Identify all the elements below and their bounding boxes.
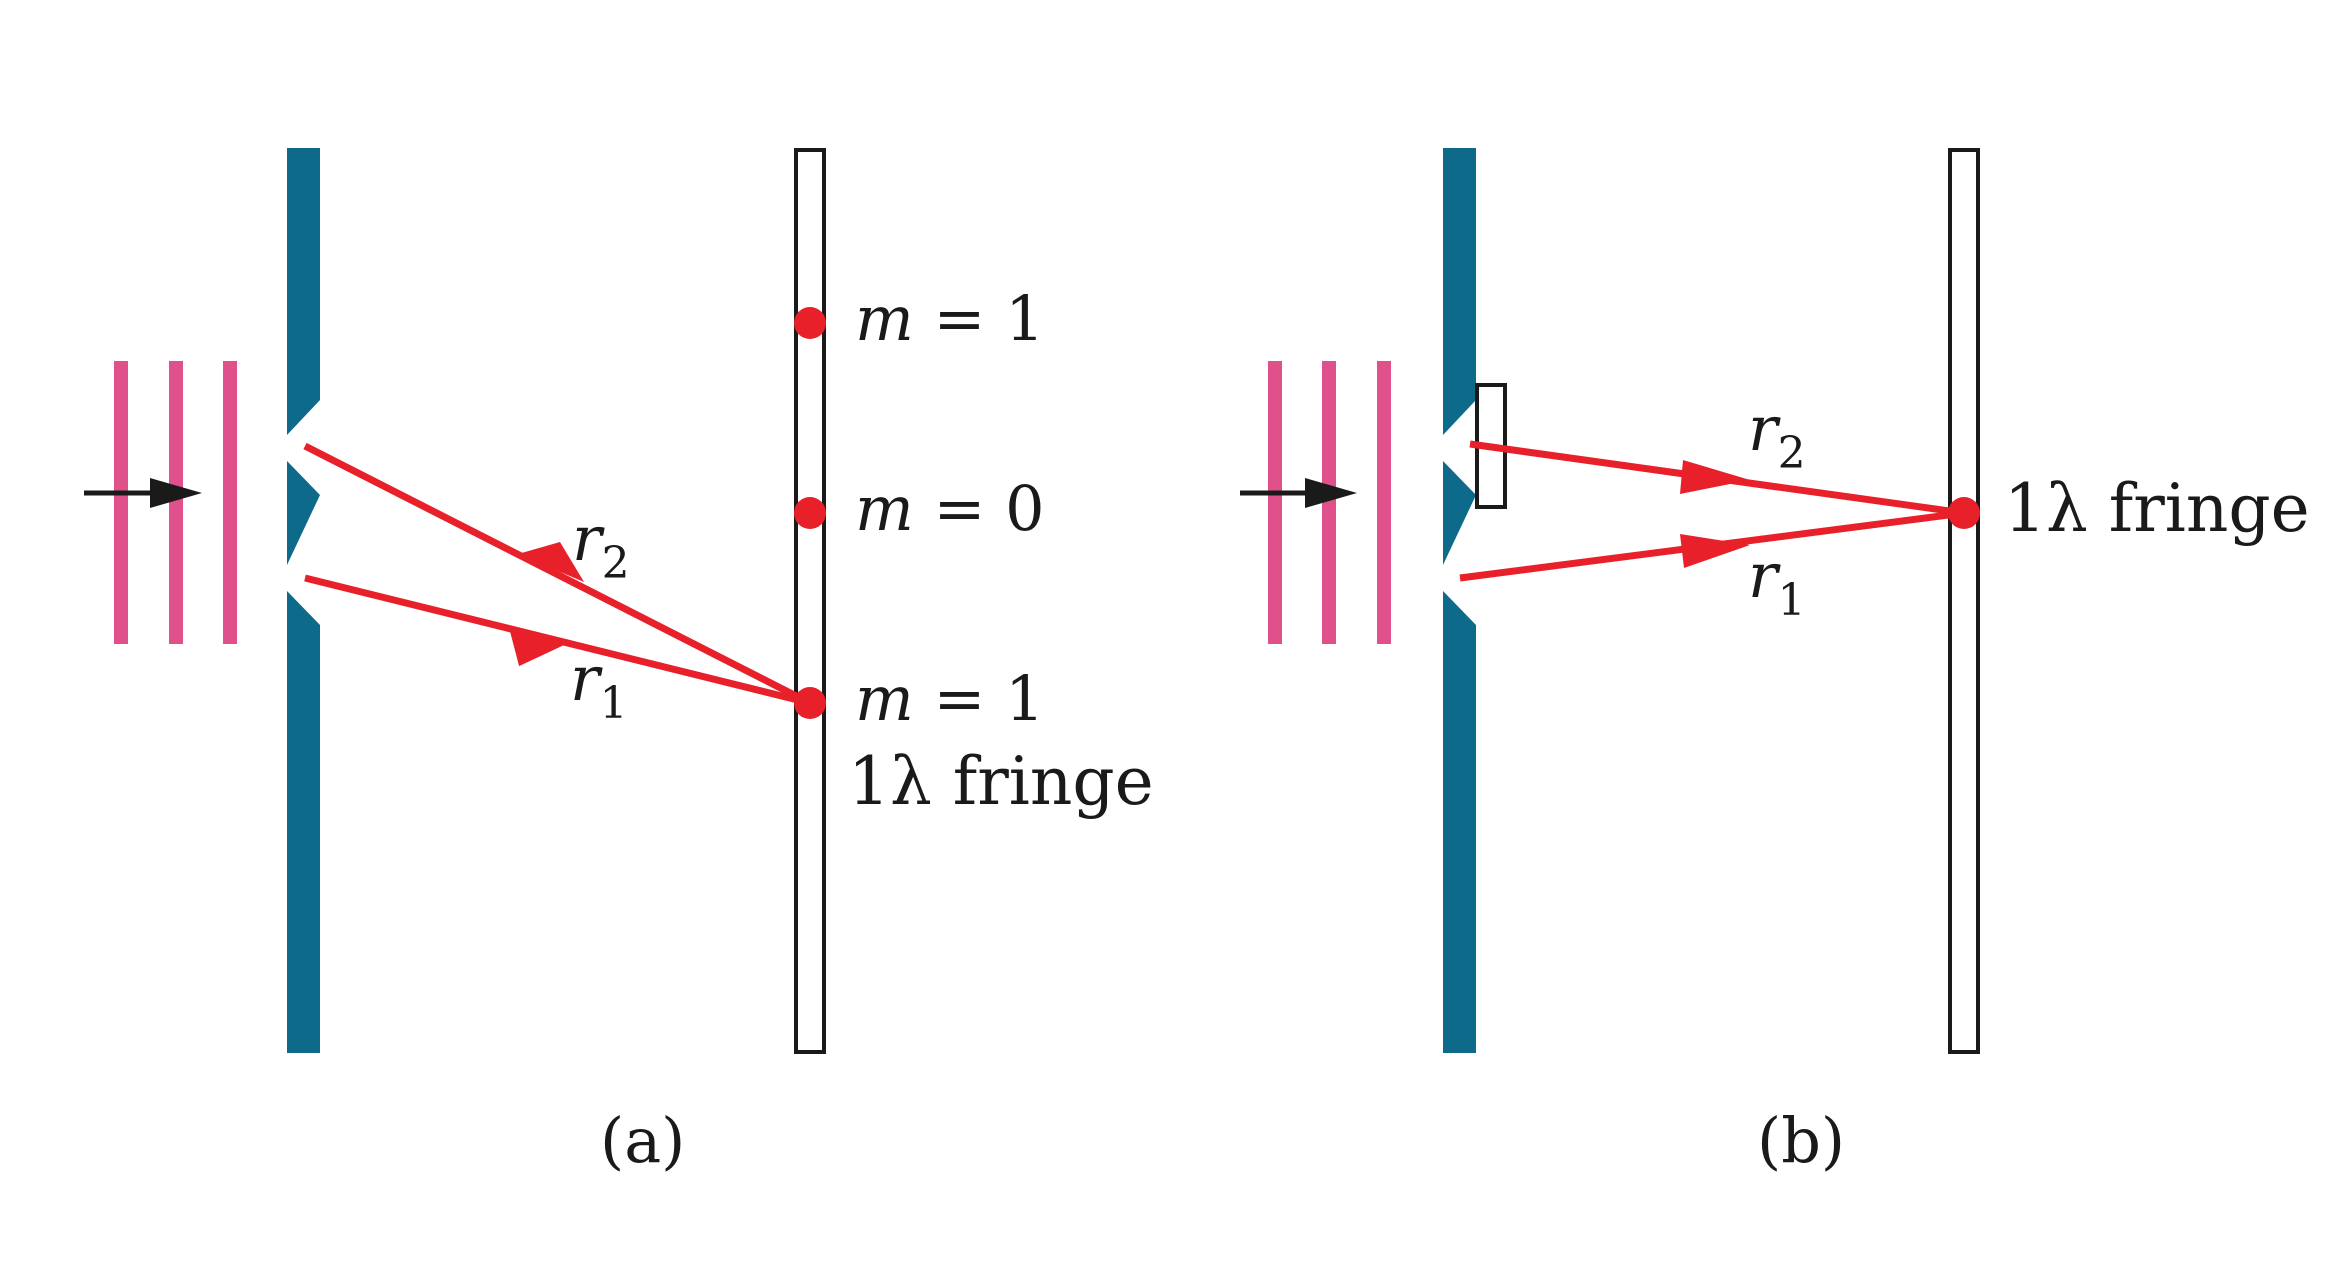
- incident-wavefronts: [1268, 361, 1391, 644]
- fringe-dot: [1948, 497, 1980, 529]
- slit-barrier: [1443, 148, 1476, 1053]
- viewing-screen: [1948, 148, 1980, 1054]
- fringe-label-m0: m = 0: [855, 472, 1045, 545]
- barrier-bottom-segment: [287, 591, 320, 1053]
- ray-label-r2: r2: [1748, 392, 1806, 479]
- fringe-dot: [794, 307, 826, 339]
- ray-r1-arrowhead: [1680, 534, 1750, 568]
- wavefront-line: [1268, 361, 1282, 644]
- incident-wavefronts: [114, 361, 237, 644]
- barrier-middle-segment: [1443, 461, 1476, 565]
- fringe-dot: [794, 687, 826, 719]
- wavefront-line: [114, 361, 128, 644]
- barrier-top-segment: [1443, 148, 1476, 435]
- panel-caption-a: (a): [600, 1104, 685, 1177]
- panel-b: 1λ fringe r2 r1 (b): [1240, 148, 2310, 1177]
- ray-r2-arrowhead: [518, 542, 584, 582]
- wavefront-line: [1377, 361, 1391, 644]
- incident-direction-arrow: [1240, 478, 1357, 508]
- rays: [303, 442, 812, 707]
- wavefront-line: [1322, 361, 1336, 644]
- slit-barrier: [287, 148, 320, 1053]
- viewing-screen: [794, 148, 826, 1054]
- barrier-top-segment: [287, 148, 320, 435]
- barrier-middle-segment: [287, 461, 320, 565]
- fringe-note: 1λ fringe: [2004, 470, 2310, 547]
- wavefront-line: [223, 361, 237, 644]
- barrier-bottom-segment: [1443, 591, 1476, 1053]
- ray-label-r2: r2: [572, 502, 630, 589]
- ray-r1-arrowhead: [509, 627, 572, 667]
- fringe-note: 1λ fringe: [848, 743, 1154, 820]
- wavefront-line: [169, 361, 183, 644]
- ray-label-r1: r1: [1748, 539, 1806, 626]
- fringe-label-m1-bottom: m = 1: [855, 662, 1045, 735]
- fringe-dot: [794, 497, 826, 529]
- ray-r2: [303, 442, 812, 707]
- incident-direction-arrow: [84, 478, 202, 508]
- ray-arrowheads: [1680, 460, 1750, 568]
- ray-arrowheads: [509, 542, 584, 667]
- panel-a: m = 1 m = 0 m = 1 1λ fringe r2 r1 (a): [84, 148, 1154, 1177]
- ray-label-r1: r1: [570, 642, 628, 729]
- fringe-label-m1-top: m = 1: [855, 282, 1045, 355]
- ray-r2-arrowhead: [1680, 460, 1750, 494]
- panel-caption-b: (b): [1757, 1104, 1845, 1177]
- fringe-dots: [794, 307, 826, 719]
